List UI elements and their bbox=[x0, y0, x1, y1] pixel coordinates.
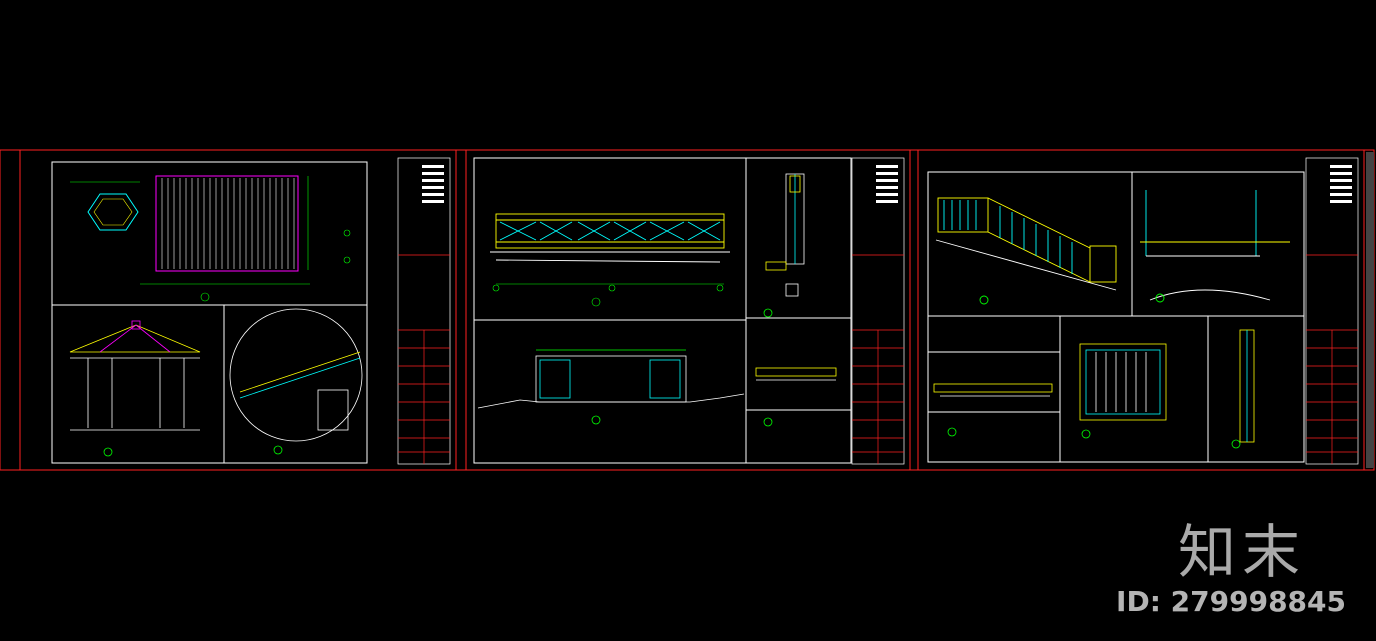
hexagon-plan bbox=[87, 193, 139, 231]
title-block-2 bbox=[851, 157, 905, 465]
stair-side bbox=[1140, 190, 1290, 303]
plank-detail bbox=[755, 367, 837, 427]
watermark-brand: 知末 bbox=[1177, 518, 1306, 586]
bridge-railing bbox=[490, 213, 730, 307]
column-detail bbox=[1231, 329, 1255, 449]
title-block-1 bbox=[397, 157, 451, 465]
post-detail bbox=[763, 173, 805, 318]
stair-elevation bbox=[935, 197, 1117, 305]
title-block-3 bbox=[1305, 157, 1359, 465]
pavilion-sheet bbox=[51, 157, 451, 465]
pavilion-elevation bbox=[69, 320, 201, 457]
sheet-borders bbox=[0, 149, 1375, 471]
roof-detail bbox=[229, 308, 363, 455]
bridge-sheet bbox=[473, 157, 905, 465]
roof-plan bbox=[155, 175, 299, 272]
stair-sheet bbox=[927, 152, 1374, 468]
baluster-panel bbox=[1079, 343, 1167, 439]
handrail-detail bbox=[933, 383, 1053, 437]
bridge-section bbox=[477, 349, 745, 425]
watermark-id: ID: 279998845 bbox=[1116, 585, 1346, 618]
